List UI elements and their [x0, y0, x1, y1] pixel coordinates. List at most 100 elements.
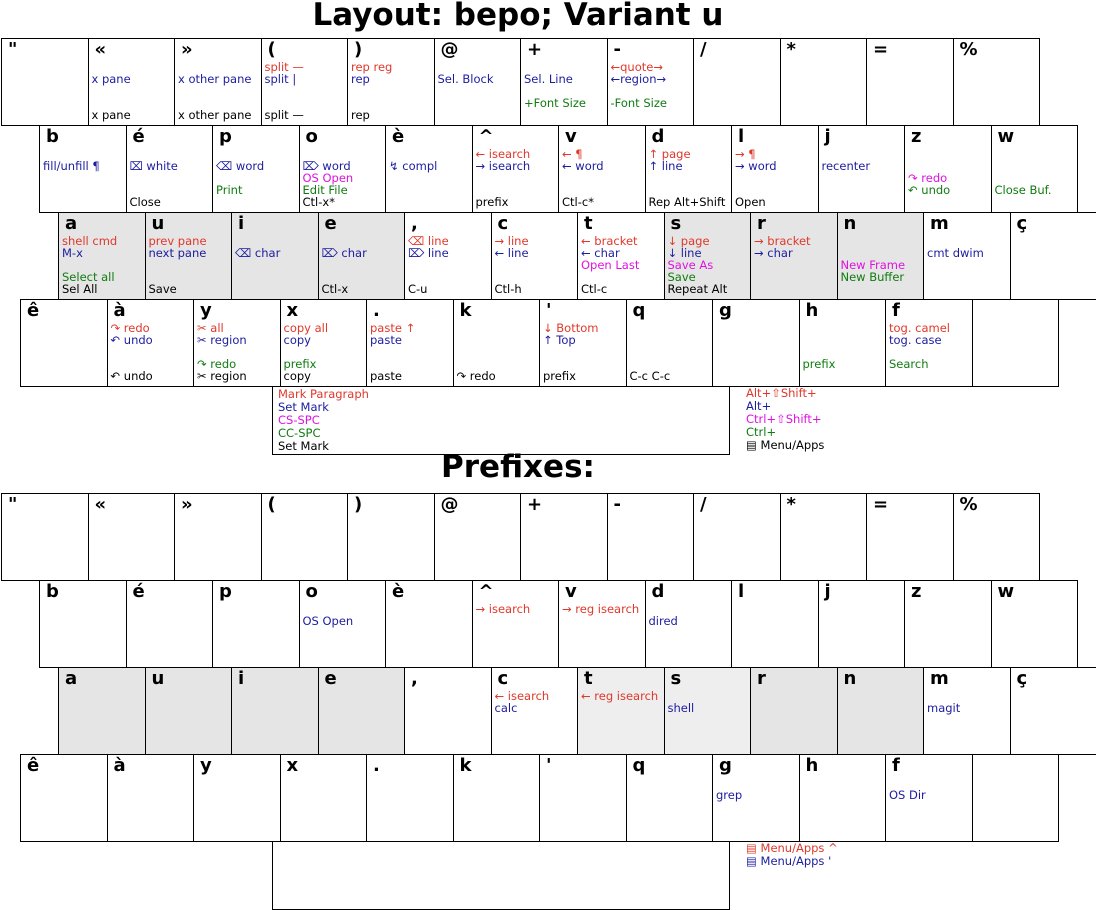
legend-line: Mark Paragraph	[278, 387, 369, 401]
key-label: ,	[411, 213, 418, 234]
key-action: Rep Alt+Shift	[648, 195, 726, 209]
key-label: *	[786, 39, 796, 60]
key-label: a	[65, 213, 78, 234]
key-action: paste	[370, 333, 402, 347]
key-label: s	[670, 213, 682, 234]
key-label: p	[219, 126, 232, 147]
key-label: é	[132, 581, 145, 602]
key-action: split —	[264, 108, 304, 122]
key-label: v	[565, 581, 577, 602]
key-label: +	[527, 39, 543, 60]
key-label: u	[151, 213, 165, 234]
prefix-key-laquo: «	[87, 493, 175, 581]
key-action: Close Buf.	[994, 183, 1052, 197]
layout-key-e-circ: ê	[20, 299, 108, 387]
key-action: ⌦ word	[302, 159, 351, 173]
key-action: next pane	[148, 246, 207, 260]
prefix-key-u: u	[144, 667, 232, 755]
key-action: → isearch	[475, 602, 531, 616]
key-action: recenter	[821, 159, 871, 173]
key-action: Open Last	[581, 258, 640, 272]
key-action: ✂ all	[197, 321, 224, 335]
prefix-key-blank-47	[971, 754, 1059, 842]
prefix-key-x: x	[279, 754, 367, 842]
key-action: ↶ undo	[908, 183, 951, 197]
key-action: Save As	[667, 258, 714, 272]
legend-line: Ctrl+⇧Shift+	[746, 412, 822, 426]
key-label: u	[151, 668, 165, 689]
layout-key-lparen: (split —split |split —	[260, 38, 348, 126]
key-label: +	[527, 494, 543, 515]
key-label: *	[786, 494, 796, 515]
key-action: ←region→	[610, 72, 667, 86]
prefix-key-equals: =	[866, 493, 954, 581]
key-label: x	[286, 755, 299, 776]
layout-key-slash: /	[693, 38, 781, 126]
key-label: n	[843, 668, 857, 689]
key-action: ↷ redo	[456, 369, 496, 383]
key-label: k	[459, 755, 472, 776]
prefix-key-percent: %	[952, 493, 1040, 581]
key-action: ← word	[562, 159, 604, 173]
key-action: prev pane	[148, 234, 207, 248]
key-action: ← line	[494, 246, 529, 260]
key-label: o	[305, 126, 318, 147]
key-action: OS Open	[302, 171, 354, 185]
key-action: magit	[927, 701, 961, 715]
key-action: paste ↑	[370, 321, 416, 335]
prefix-key-period: .	[366, 754, 454, 842]
key-label: ^	[478, 581, 494, 602]
key-action: ↑ line	[648, 159, 683, 173]
key-action: copy	[283, 369, 311, 383]
prefix-key-l: l	[731, 580, 819, 668]
key-action: prefix	[802, 357, 836, 371]
key-label: z	[911, 581, 922, 602]
key-action: x other pane	[178, 72, 252, 86]
layout-key-y: y✂ all✂ region↷ redo✂ region	[193, 299, 281, 387]
key-action: ✂ region	[197, 369, 247, 383]
key-action: M-x	[62, 246, 83, 260]
key-action: x pane	[91, 72, 131, 86]
layout-key-g: g	[712, 299, 800, 387]
legend-line: ▤ Menu/Apps '	[746, 854, 832, 868]
key-label: =	[873, 494, 889, 515]
key-label: f	[892, 755, 900, 776]
layout-key-equals: =	[866, 38, 954, 126]
key-label: m	[930, 668, 949, 689]
key-action: -Font Size	[610, 96, 667, 110]
prefixes-title: Prefixes:	[441, 449, 595, 485]
prefix-key-z: z	[904, 580, 992, 668]
legend-line: CS-SPC	[278, 413, 320, 427]
key-label: j	[824, 581, 831, 602]
prefix-key-b: b	[39, 580, 127, 668]
key-action: ← bracket	[581, 234, 638, 248]
prefix-key-e-circ: ê	[20, 754, 108, 842]
key-action: split |	[264, 72, 297, 86]
prefix-key-n: n	[836, 667, 924, 755]
key-label: -	[613, 39, 621, 60]
key-action: Save	[667, 270, 696, 284]
key-action: → char	[754, 246, 793, 260]
key-label: h	[805, 755, 819, 776]
legend-line: Alt+⇧Shift+	[746, 386, 817, 400]
key-label: ç	[1016, 668, 1028, 689]
layout-key-a-grave: à↷ redo↶ undo↶ undo	[106, 299, 194, 387]
prefix-key-a: a	[58, 667, 146, 755]
key-label: x	[286, 300, 299, 321]
prefix-key-t: t← reg isearch	[577, 667, 665, 755]
key-action: → word	[735, 159, 777, 173]
key-label: )	[354, 39, 363, 60]
key-label: l	[738, 581, 745, 602]
